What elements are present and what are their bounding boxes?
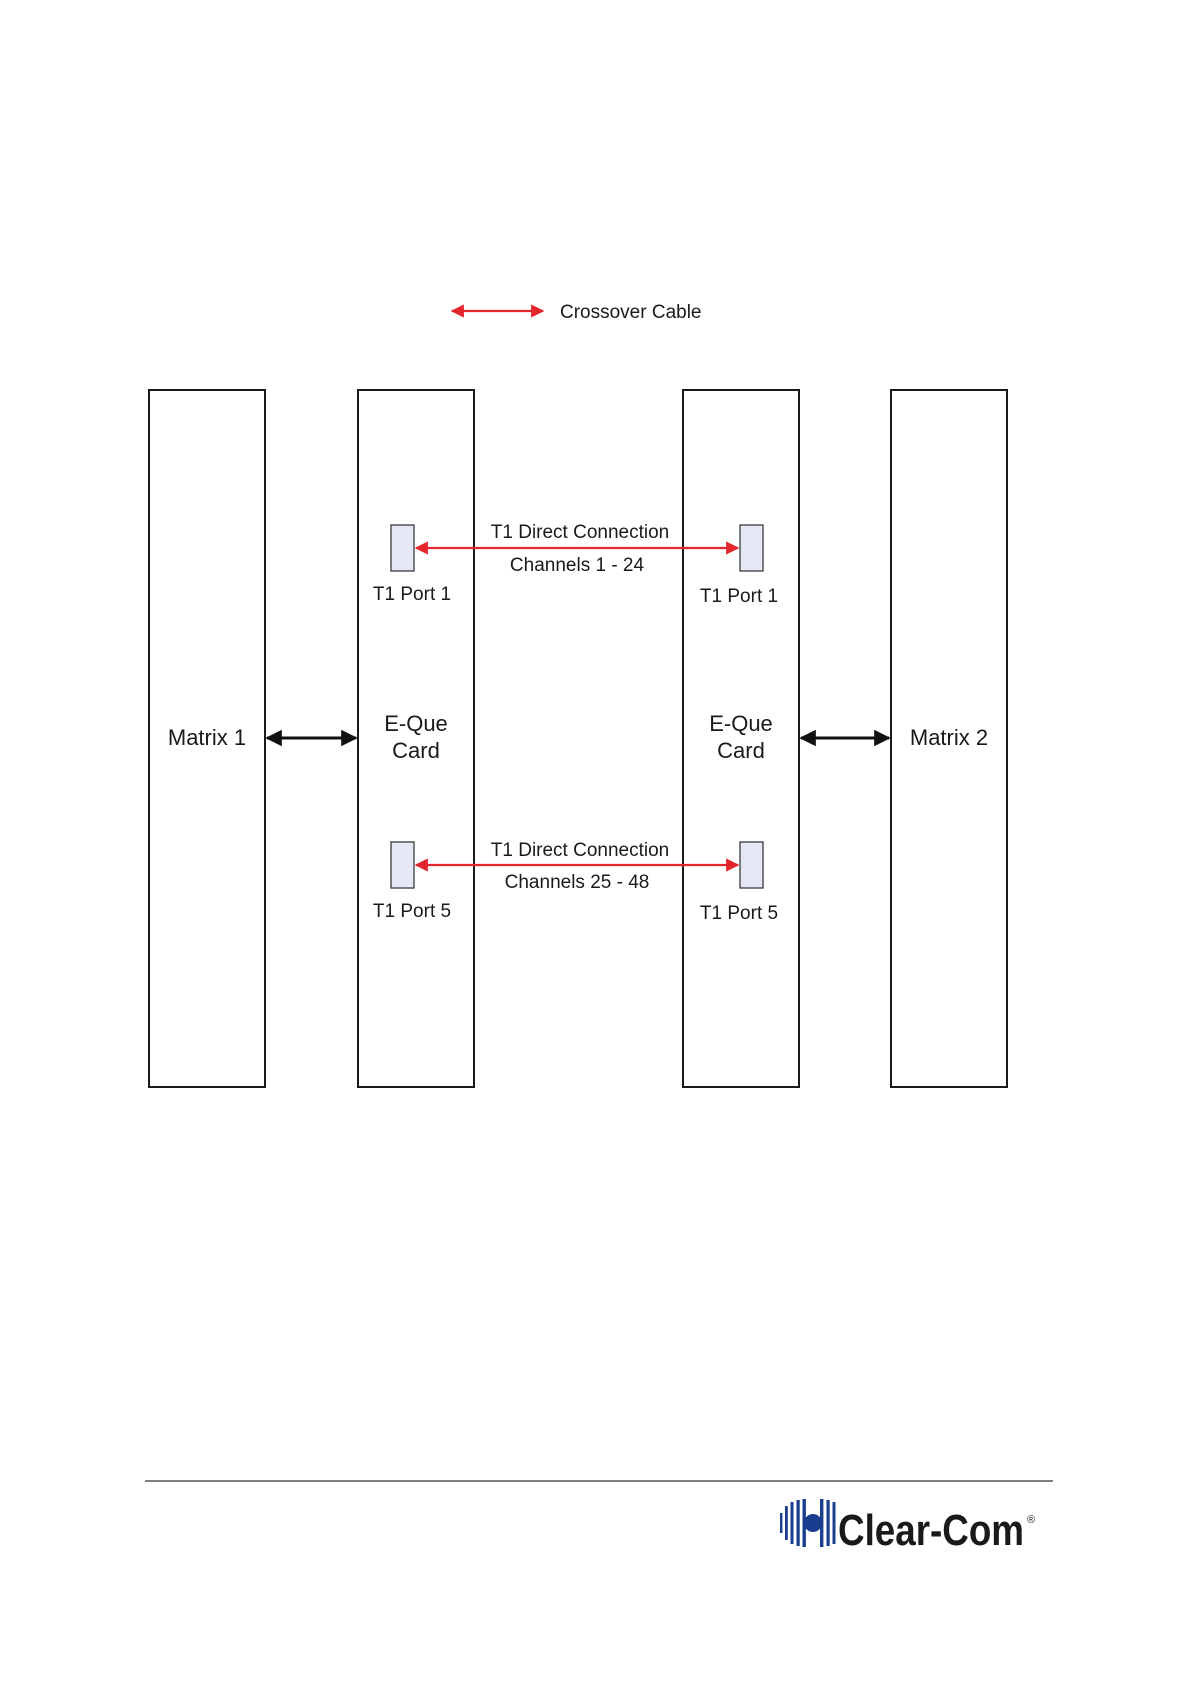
right-t1-port-1 bbox=[740, 525, 763, 571]
left-t1-port-1 bbox=[391, 525, 414, 571]
right-port-1-label: T1 Port 1 bbox=[700, 586, 778, 607]
left-port-1-label: T1 Port 1 bbox=[373, 584, 451, 605]
eque-card-right-label-line1: E-Que bbox=[709, 711, 773, 736]
right-port-5-label: T1 Port 5 bbox=[700, 903, 778, 924]
legend: Crossover Cable bbox=[452, 302, 702, 323]
left-port-5-label: T1 Port 5 bbox=[373, 901, 451, 922]
registered-mark: ® bbox=[1027, 1514, 1035, 1526]
eque-card-left-label-line1: E-Que bbox=[384, 711, 448, 736]
matrix-2-label: Matrix 2 bbox=[910, 725, 988, 750]
left-t1-port-5 bbox=[391, 842, 414, 888]
top-link-channels: Channels 1 - 24 bbox=[510, 555, 645, 576]
bottom-link-title: T1 Direct Connection bbox=[491, 840, 669, 861]
eque-card-left-label-line2: Card bbox=[392, 738, 440, 763]
clear-com-logo: Clear-Com ® bbox=[780, 1499, 1035, 1555]
matrix-1-label: Matrix 1 bbox=[168, 725, 246, 750]
legend-label: Crossover Cable bbox=[560, 302, 702, 323]
right-t1-port-5 bbox=[740, 842, 763, 888]
clear-com-emblem-icon bbox=[780, 1499, 836, 1547]
bottom-link-channels: Channels 25 - 48 bbox=[505, 872, 650, 893]
top-link-title: T1 Direct Connection bbox=[491, 522, 669, 543]
clear-com-wordmark: Clear-Com bbox=[838, 1506, 1024, 1555]
eque-card-right-label-line2: Card bbox=[717, 738, 765, 763]
